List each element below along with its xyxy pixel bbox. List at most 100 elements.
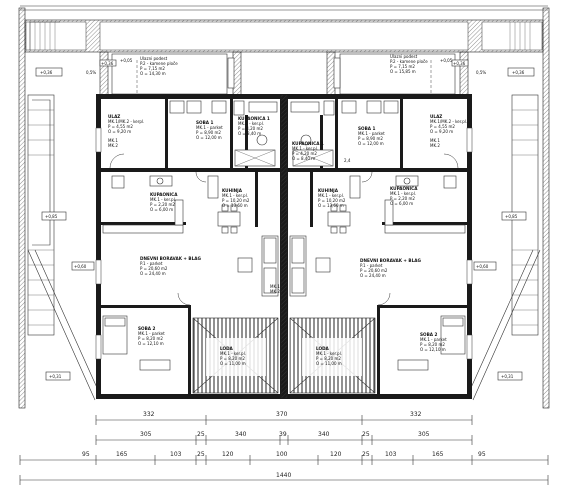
room-soba1-left: SOBA 1 MK.1 - parket P = 8,90 m2 O = 12,…	[196, 120, 223, 140]
svg-text:P = 8,20 m2: P = 8,20 m2	[316, 356, 341, 361]
svg-text:MK.1 - ker.pl.: MK.1 - ker.pl.	[318, 193, 344, 198]
svg-text:+0,36: +0,36	[512, 70, 525, 75]
svg-text:O = 11,00 m: O = 11,00 m	[316, 361, 342, 366]
svg-text:1440: 1440	[276, 472, 291, 479]
svg-text:O = 9,20 m: O = 9,20 m	[108, 129, 131, 134]
svg-text:340: 340	[235, 431, 247, 438]
svg-text:O = 11,00 m: O = 11,00 m	[220, 361, 246, 366]
svg-text:+0,36: +0,36	[101, 61, 114, 66]
svg-text:P = 10,20 m2: P = 10,20 m2	[222, 198, 250, 203]
svg-text:KUPAONICA: KUPAONICA	[150, 192, 178, 197]
svg-text:O = 13,60 m: O = 13,60 m	[318, 203, 344, 208]
dimension-chain-3: 95 165 103 25 120 100 120 25 103 165 95	[19, 451, 549, 465]
svg-text:2,4: 2,4	[344, 158, 351, 163]
svg-text:SOBA 1: SOBA 1	[196, 120, 213, 125]
svg-text:95: 95	[478, 451, 486, 458]
svg-text:P = 4,20 m2: P = 4,20 m2	[292, 151, 317, 156]
svg-text:P = 8,20 m2: P = 8,20 m2	[220, 356, 245, 361]
svg-text:O = 9,20 m: O = 9,20 m	[430, 129, 453, 134]
svg-text:DNEVNI BORAVAK + BLAG: DNEVNI BORAVAK + BLAG	[140, 256, 202, 261]
svg-text:+0,85: +0,85	[45, 214, 58, 219]
svg-text:P = 7,15 m2: P = 7,15 m2	[140, 66, 165, 71]
svg-text:P = 8,90 m2: P = 8,90 m2	[196, 130, 221, 135]
svg-text:O = 12,00 m: O = 12,00 m	[358, 141, 384, 146]
svg-text:0,5%: 0,5%	[86, 70, 96, 75]
svg-text:MK.1 - ker.pl.: MK.1 - ker.pl.	[316, 351, 342, 356]
svg-text:SOBA 2: SOBA 2	[138, 326, 155, 331]
svg-text:P = 7,15 m2: P = 7,15 m2	[390, 64, 415, 69]
svg-text:25: 25	[197, 431, 205, 438]
room-dnevni-left: DNEVNI BORAVAK + BLAG P.1 - parket P = 2…	[140, 256, 202, 276]
ulazni-podest-left: Ulazni podest P.2 - kamene ploče P = 7,1…	[140, 56, 178, 76]
svg-text:MK.2: MK.2	[270, 289, 280, 294]
svg-text:+0,31: +0,31	[501, 374, 514, 379]
svg-text:MK.2: MK.2	[108, 143, 118, 148]
room-soba2-right: SOBA 2 MK.1 - parket P = 8,20 m2 O = 12,…	[420, 332, 447, 352]
room-kuhinja-left: KUHINJA MK.1 - ker.pl. P = 10,20 m2 O = …	[222, 188, 250, 208]
svg-text:O = 6,00 m: O = 6,00 m	[390, 201, 413, 206]
svg-text:MK.1/MK.2 - kerpl.: MK.1/MK.2 - kerpl.	[108, 119, 144, 124]
svg-text:P = 8,20 m2: P = 8,20 m2	[138, 336, 163, 341]
svg-text:MK.1 - ker.pl.: MK.1 - ker.pl.	[150, 197, 176, 202]
svg-text:O = 12,10 m: O = 12,10 m	[420, 347, 446, 352]
svg-text:+0,31: +0,31	[49, 374, 62, 379]
svg-text:LODA: LODA	[316, 346, 330, 351]
svg-text:MK.1 - ker.pl.: MK.1 - ker.pl.	[292, 146, 318, 151]
svg-text:KUHINJA: KUHINJA	[318, 188, 339, 193]
svg-text:O = 8,40 m: O = 8,40 m	[292, 156, 315, 161]
svg-text:KUPAONICA: KUPAONICA	[390, 186, 418, 191]
svg-text:MK.1/MK.2 - ker.pl.: MK.1/MK.2 - ker.pl.	[430, 119, 467, 124]
svg-text:KUPAONICA 1: KUPAONICA 1	[292, 141, 324, 146]
svg-text:165: 165	[116, 451, 128, 458]
svg-text:25: 25	[362, 431, 370, 438]
svg-text:305: 305	[418, 431, 430, 438]
svg-text:165: 165	[432, 451, 444, 458]
svg-text:P = 4,20 m2: P = 4,20 m2	[238, 126, 263, 131]
svg-text:O = 12,00 m: O = 12,00 m	[196, 135, 222, 140]
svg-text:DNEVNI BORAVAK + BLAG: DNEVNI BORAVAK + BLAG	[360, 258, 422, 263]
top-stairs-left	[29, 21, 60, 50]
svg-text:ULAZ: ULAZ	[108, 114, 120, 119]
svg-text:P = 8,90 m2: P = 8,90 m2	[358, 136, 383, 141]
svg-text:+0,60: +0,60	[74, 264, 87, 269]
svg-text:103: 103	[170, 451, 182, 458]
room-kuhinja-right: KUHINJA MK.1 - ker.pl. P = 10,20 m2 O = …	[318, 188, 346, 208]
svg-text:P = 8,20 m2: P = 8,20 m2	[420, 342, 445, 347]
svg-text:305: 305	[140, 431, 152, 438]
room-soba1-right: SOBA 1 MK.1 - parket P = 8,90 m2 O = 12,…	[358, 126, 385, 146]
svg-text:P = 2,20 m2: P = 2,20 m2	[390, 196, 415, 201]
svg-text:O = 24,40 m: O = 24,40 m	[140, 271, 166, 276]
svg-text:MK.1 - parket: MK.1 - parket	[358, 131, 385, 136]
svg-text:MK.1 - parket: MK.1 - parket	[196, 125, 223, 130]
svg-text:ULAZ: ULAZ	[430, 114, 442, 119]
svg-text:MK.1: MK.1	[430, 138, 440, 143]
right-outer-wall	[542, 7, 550, 409]
svg-text:LODA: LODA	[220, 346, 234, 351]
svg-text:O = 24,40 m: O = 24,40 m	[360, 273, 386, 278]
svg-text:+0,85: +0,85	[505, 214, 518, 219]
svg-text:O = 13,60 m: O = 13,60 m	[222, 203, 248, 208]
room-lodja-right: LODA MK.1 - ker.pl. P = 8,20 m2 O = 11,0…	[316, 346, 342, 366]
svg-text:KUHINJA: KUHINJA	[222, 188, 243, 193]
svg-text:332: 332	[143, 411, 155, 418]
room-dnevni-right: DNEVNI BORAVAK + BLAG P.1 - parket P = 2…	[360, 258, 422, 278]
svg-text:MK.1 - parket: MK.1 - parket	[138, 331, 165, 336]
svg-text:P.2 - kamene ploče: P.2 - kamene ploče	[390, 59, 428, 64]
svg-text:+0,60: +0,60	[476, 264, 489, 269]
dimension-total: 1440	[19, 472, 549, 485]
svg-text:95: 95	[82, 451, 90, 458]
left-outer-wall	[18, 7, 26, 409]
svg-text:P = 10,20 m2: P = 10,20 m2	[318, 198, 346, 203]
svg-text:120: 120	[330, 451, 342, 458]
svg-text:O = 14,30 m: O = 14,30 m	[140, 71, 166, 76]
svg-text:SOBA 1: SOBA 1	[358, 126, 375, 131]
svg-text:P = 4,55 m2: P = 4,55 m2	[108, 124, 133, 129]
svg-text:O = 12,10 m: O = 12,10 m	[138, 341, 164, 346]
room-ulaz-left: ULAZ MK.1/MK.2 - kerpl. P = 4,55 m2 O = …	[108, 114, 144, 134]
ulazni-podest-right: Ulazni podest P.2 - kamene ploče P = 7,1…	[390, 54, 428, 74]
svg-text:100: 100	[276, 451, 288, 458]
svg-text:Ulazni podest: Ulazni podest	[390, 54, 418, 59]
svg-text:25: 25	[197, 451, 205, 458]
room-kupaonica-right: KUPAONICA 1 MK.1 - ker.pl. P = 4,20 m2 O…	[292, 141, 324, 161]
